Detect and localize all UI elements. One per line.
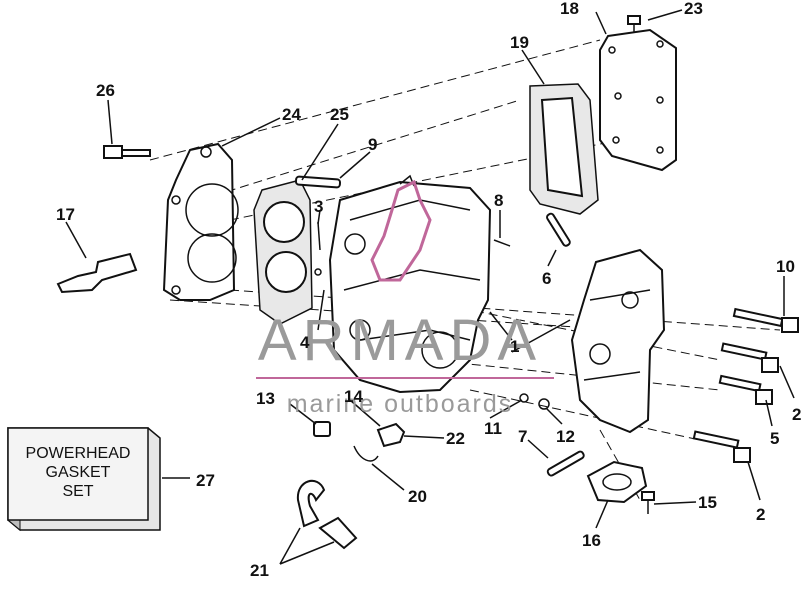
callout-15: 15 — [698, 493, 717, 512]
powerhead-gasket-set-box: POWERHEAD GASKET SET — [7, 426, 161, 532]
callout-19: 19 — [510, 33, 529, 52]
water-cover — [586, 460, 648, 504]
drain-plug — [313, 421, 331, 437]
cylinder-block — [328, 174, 492, 394]
intake-manifold — [162, 142, 239, 301]
callout-10: 10 — [776, 257, 795, 276]
watermark-brand: ARMADA — [258, 308, 542, 373]
cover-gasket — [529, 83, 599, 215]
callout-17: 17 — [56, 205, 75, 224]
callout-2-upper: 2 — [792, 405, 801, 424]
callout-14: 14 — [344, 387, 363, 406]
callout-12: 12 — [556, 427, 575, 446]
callout-4: 4 — [300, 333, 310, 352]
callout-8: 8 — [494, 191, 503, 210]
cover-screw-lower — [641, 491, 655, 514]
callout-1: 1 — [510, 337, 519, 356]
callout-13: 13 — [256, 389, 275, 408]
crankcase-cover — [570, 248, 666, 434]
callout-26: 26 — [96, 81, 115, 100]
callout-22: 22 — [446, 429, 465, 448]
leader-lines — [65, 9, 795, 565]
crankcase-bolts — [692, 307, 799, 463]
kit-line-1: POWERHEAD — [26, 445, 131, 462]
callout-21: 21 — [250, 561, 269, 580]
callout-25: 25 — [330, 105, 349, 124]
callout-24: 24 — [282, 105, 301, 124]
callout-16: 16 — [582, 531, 601, 550]
watermark: ARMADA marine outboards — [256, 179, 554, 418]
callout-6: 6 — [542, 269, 551, 288]
manifold-gasket — [253, 179, 313, 325]
callout-23: 23 — [684, 0, 703, 18]
hose-fitting — [353, 422, 406, 462]
callout-27: 27 — [196, 471, 215, 490]
callout-3: 3 — [314, 197, 323, 216]
bleed-hoses — [296, 479, 358, 550]
callout-labels: 1 2 2 3 4 5 6 7 8 9 10 11 12 13 14 15 16… — [56, 0, 801, 580]
kit-line-3: SET — [62, 483, 93, 500]
spark-plug — [56, 252, 138, 294]
kit-line-2: GASKET — [46, 464, 111, 481]
manifold-bolt — [103, 145, 151, 159]
callout-5: 5 — [770, 429, 779, 448]
callout-9: 9 — [368, 135, 377, 154]
cylinder-head-cover — [599, 28, 677, 172]
callout-2-lower: 2 — [756, 505, 765, 524]
callout-18: 18 — [560, 0, 579, 18]
small-parts — [294, 175, 585, 477]
watermark-logo — [370, 179, 432, 282]
callout-20: 20 — [408, 487, 427, 506]
callout-7: 7 — [518, 427, 527, 446]
callout-11: 11 — [484, 419, 502, 438]
watermark-tagline: marine outboards — [287, 390, 514, 418]
cover-screw — [627, 15, 641, 32]
